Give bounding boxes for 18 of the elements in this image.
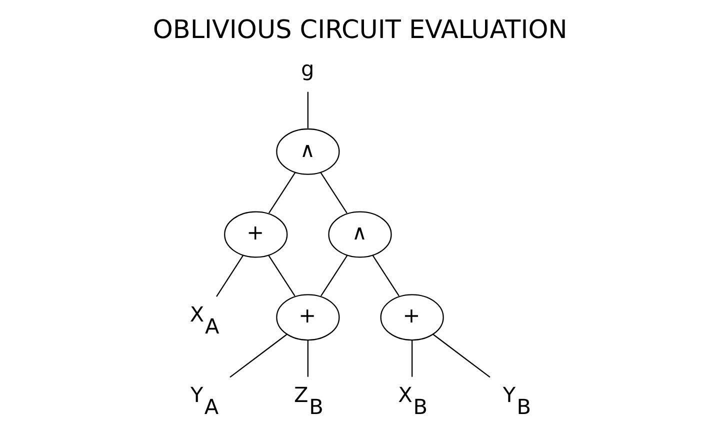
connector (307, 340, 308, 377)
node-ellipse: ∧ (276, 128, 340, 175)
connector (230, 334, 288, 378)
connector (432, 334, 490, 378)
node-ellipse: ∧ (328, 211, 392, 258)
connector (307, 92, 308, 128)
connector (268, 255, 296, 296)
connector (412, 340, 413, 377)
node-text: g (300, 57, 314, 81)
node-ellipse: + (224, 211, 288, 258)
connector (320, 255, 348, 296)
connector (216, 255, 244, 297)
connector (320, 172, 348, 214)
connector (268, 172, 296, 214)
node-ellipse: + (380, 294, 444, 341)
connector (372, 255, 400, 296)
node-ellipse: + (276, 294, 340, 341)
diagram-title: OBLIVIOUS CIRCUIT EVALUATION (152, 15, 568, 46)
